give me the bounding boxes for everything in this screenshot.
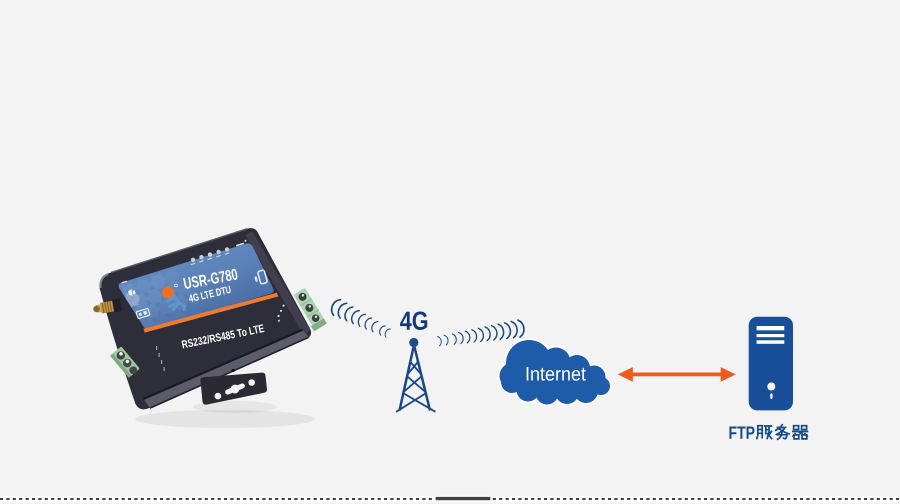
svg-text:4G: 4G [400,306,429,336]
svg-text:Internet: Internet [525,363,587,385]
svg-text:FTP: FTP [728,423,755,443]
